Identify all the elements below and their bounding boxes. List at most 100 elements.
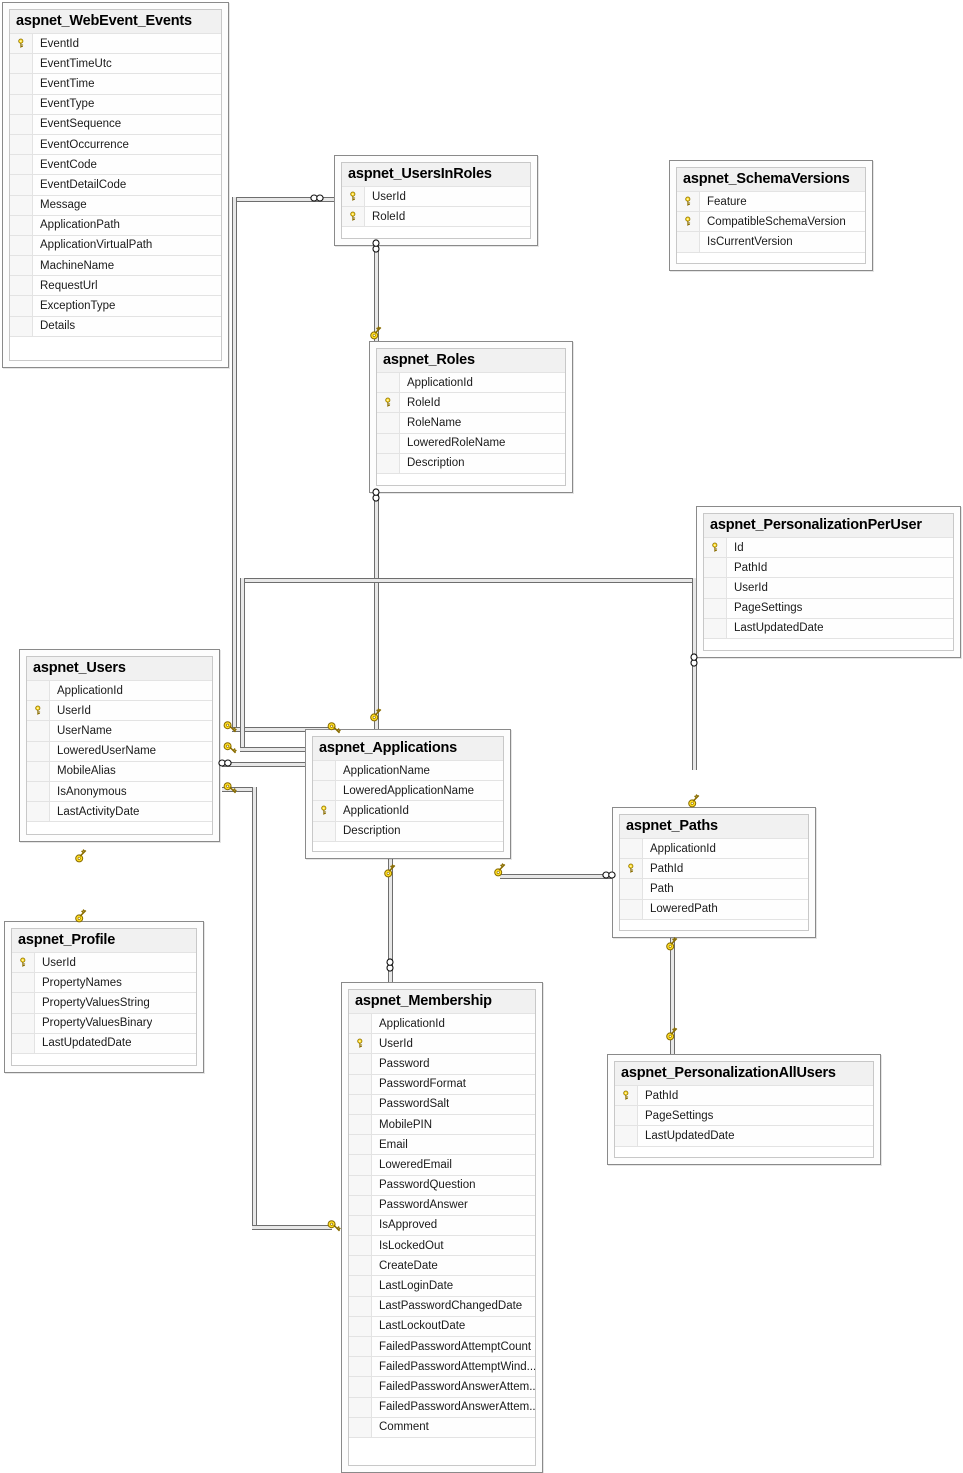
table-row[interactable]: LastLoginDate — [349, 1275, 535, 1296]
table-row[interactable]: PasswordQuestion — [349, 1174, 535, 1195]
table-row[interactable]: LoweredUserName — [27, 740, 212, 761]
table-row[interactable]: ExceptionType — [10, 295, 221, 316]
table-row[interactable]: LoweredEmail — [349, 1154, 535, 1175]
table-row[interactable]: UserId — [27, 700, 212, 721]
table-row[interactable]: Feature — [677, 191, 865, 212]
table-title[interactable]: aspnet_Users — [27, 657, 212, 680]
table-row[interactable]: ApplicationId — [27, 680, 212, 701]
table-row[interactable]: Comment — [349, 1416, 535, 1437]
table-row[interactable]: MobileAlias — [27, 760, 212, 781]
table-row[interactable]: UserName — [27, 720, 212, 741]
table-row[interactable]: IsApproved — [349, 1214, 535, 1236]
table-row[interactable]: PathId — [620, 858, 808, 879]
table-row[interactable]: IsAnonymous — [27, 780, 212, 802]
table-row[interactable]: FailedPasswordAnswerAttem... — [349, 1376, 535, 1397]
table-row[interactable]: CreateDate — [349, 1255, 535, 1276]
table-title[interactable]: aspnet_Profile — [12, 929, 196, 952]
table-row[interactable]: UserId — [12, 952, 196, 973]
table-row[interactable]: Password — [349, 1053, 535, 1074]
table-row[interactable]: Description — [313, 820, 503, 841]
table-row[interactable]: ApplicationId — [620, 838, 808, 859]
table-row[interactable]: LastUpdatedDate — [704, 617, 953, 638]
table-row[interactable]: PasswordFormat — [349, 1073, 535, 1094]
table-title[interactable]: aspnet_WebEvent_Events — [10, 10, 221, 33]
table-title[interactable]: aspnet_PersonalizationAllUsers — [615, 1062, 873, 1085]
table-row[interactable]: EventOccurrence — [10, 133, 221, 155]
table-row[interactable]: FailedPasswordAttemptWind... — [349, 1356, 535, 1377]
table-title[interactable]: aspnet_PersonalizationPerUser — [704, 514, 953, 537]
table-row[interactable]: Details — [10, 315, 221, 336]
field-key-cell — [349, 1094, 372, 1114]
table-row[interactable]: RoleId — [377, 392, 565, 413]
table-row[interactable]: LoweredRoleName — [377, 432, 565, 453]
table-row[interactable]: ApplicationId — [313, 800, 503, 821]
table-row[interactable]: EventCode — [10, 154, 221, 175]
table-row[interactable]: UserId — [704, 577, 953, 598]
table-row[interactable]: Description — [377, 452, 565, 473]
table-row[interactable]: RequestUrl — [10, 275, 221, 296]
table-row[interactable]: PathId — [615, 1085, 873, 1106]
table-row[interactable]: LastPasswordChangedDate — [349, 1295, 535, 1316]
table-row[interactable]: Email — [349, 1134, 535, 1155]
table-row[interactable]: IsCurrentVersion — [677, 231, 865, 252]
table-row[interactable]: EventTimeUtc — [10, 53, 221, 74]
table-row[interactable]: FailedPasswordAttemptCount — [349, 1336, 535, 1357]
field-name: MobileAlias — [57, 765, 116, 778]
table-row[interactable]: ApplicationPath — [10, 214, 221, 235]
table-row[interactable]: Message — [10, 194, 221, 215]
table-row[interactable]: FailedPasswordAnswerAttem... — [349, 1396, 535, 1417]
table-row[interactable]: PasswordAnswer — [349, 1194, 535, 1215]
table-row[interactable]: ApplicationVirtualPath — [10, 234, 221, 256]
table-row[interactable]: PathId — [704, 557, 953, 578]
table-row[interactable]: LoweredApplicationName — [313, 780, 503, 801]
table-row[interactable]: CompatibleSchemaVersion — [677, 211, 865, 232]
table-row[interactable]: UserId — [349, 1033, 535, 1054]
table-row[interactable]: RoleName — [377, 412, 565, 433]
primary-key-icon — [342, 187, 365, 207]
table-row[interactable]: LastActivityDate — [27, 801, 212, 822]
table-row[interactable]: PropertyValuesString — [12, 992, 196, 1013]
table-row[interactable]: PageSettings — [615, 1105, 873, 1126]
table-row[interactable]: PropertyNames — [12, 972, 196, 993]
table-row[interactable]: EventType — [10, 93, 221, 114]
table-row[interactable]: IsLockedOut — [349, 1235, 535, 1256]
table-row[interactable]: MobilePIN — [349, 1113, 535, 1135]
table-title[interactable]: aspnet_Membership — [349, 990, 535, 1013]
table-row[interactable]: PasswordSalt — [349, 1093, 535, 1114]
table-row[interactable]: Path — [620, 878, 808, 899]
table-row[interactable]: EventSequence — [10, 113, 221, 134]
table-title[interactable]: aspnet_UsersInRoles — [342, 163, 530, 186]
table-title[interactable]: aspnet_Paths — [620, 815, 808, 838]
table-row[interactable]: LastUpdatedDate — [12, 1032, 196, 1053]
table-title[interactable]: aspnet_SchemaVersions — [677, 168, 865, 191]
table-row[interactable]: EventDetailCode — [10, 174, 221, 195]
table-row[interactable]: UserId — [342, 186, 530, 207]
table-row[interactable]: EventTime — [10, 73, 221, 94]
table-row[interactable]: PageSettings — [704, 597, 953, 618]
table-row[interactable]: ApplicationId — [377, 372, 565, 393]
table-row[interactable]: LastLockoutDate — [349, 1315, 535, 1336]
table-row[interactable]: LoweredPath — [620, 898, 808, 919]
table-row[interactable]: ApplicationId — [349, 1013, 535, 1034]
table-row[interactable]: LastUpdatedDate — [615, 1125, 873, 1146]
table-empty-area — [27, 821, 212, 834]
table-row[interactable]: MachineName — [10, 255, 221, 276]
table-row[interactable]: Id — [704, 537, 953, 558]
table-row[interactable]: ApplicationName — [313, 760, 503, 781]
table-title[interactable]: aspnet_Applications — [313, 737, 503, 760]
table-row[interactable]: PropertyValuesBinary — [12, 1012, 196, 1033]
table-row[interactable]: RoleId — [342, 206, 530, 227]
table-row[interactable]: EventId — [10, 33, 221, 54]
table-title[interactable]: aspnet_Roles — [377, 349, 565, 372]
